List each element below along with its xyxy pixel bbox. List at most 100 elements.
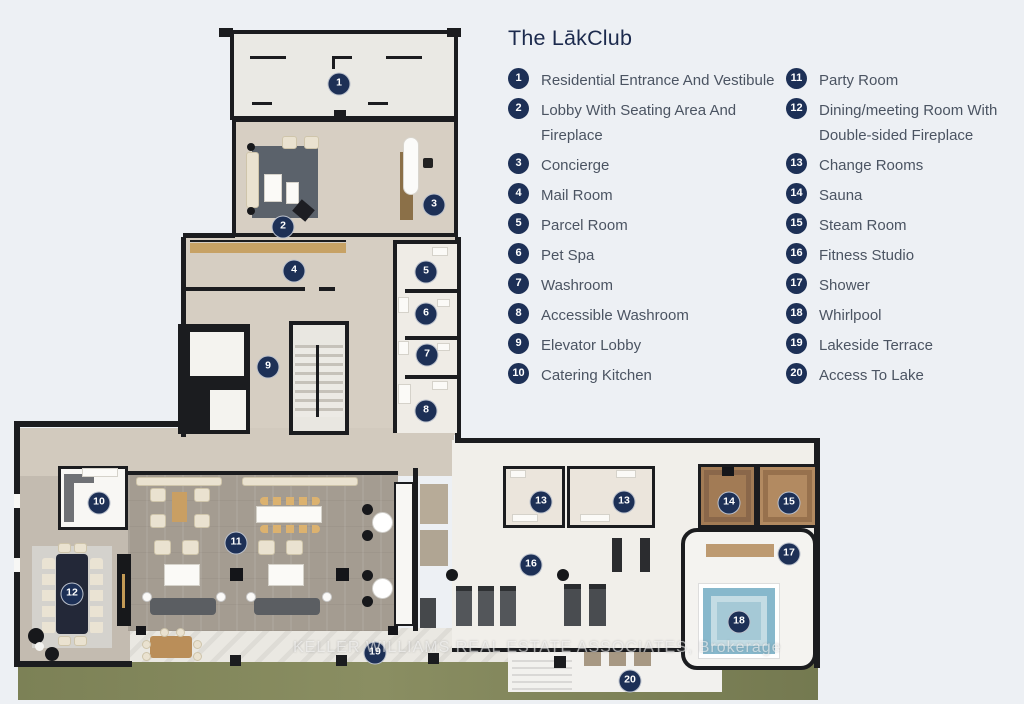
legend-label: Parcel Room: [541, 217, 628, 234]
wall-stub: [252, 102, 272, 105]
legend-badge: 7: [508, 273, 529, 294]
wall-stub: [386, 56, 422, 59]
legend-label: Residential Entrance And Vestibule: [541, 72, 775, 89]
party-fitness-wall: [413, 468, 418, 631]
structural-column: [557, 569, 569, 581]
pet-spa-tub: [398, 297, 409, 313]
chair: [74, 543, 87, 553]
terrace-column: [230, 655, 241, 666]
plan-marker-3: 3: [422, 193, 446, 217]
legend-label: Lakeside Terrace: [819, 337, 933, 354]
elevator-cab: [190, 332, 244, 376]
lounge-table: [35, 642, 44, 651]
legend-item: 13 Change Rooms: [786, 153, 1024, 178]
sink: [437, 299, 450, 307]
legend-label: Elevator Lobby: [541, 337, 642, 354]
armchair: [182, 540, 199, 555]
legend-label: Washroom: [541, 277, 613, 294]
bar-chair: [362, 570, 373, 581]
terrace-chair: [193, 652, 202, 661]
toilet: [398, 341, 409, 355]
plan-marker-20: 20: [618, 669, 642, 693]
lounge-table: [45, 647, 59, 661]
side-table: [322, 592, 332, 602]
chair: [58, 543, 71, 553]
mailbox-wall-line: [190, 240, 346, 242]
plan-marker-14: 14: [717, 491, 741, 515]
toilet: [398, 384, 411, 404]
lobby-armchair: [282, 136, 297, 149]
concierge-chair: [423, 158, 433, 168]
legend-label: Change Rooms: [819, 157, 924, 174]
cable-tower: [640, 538, 650, 572]
mailroom-bottom-wall: [319, 287, 335, 291]
wall-stub: [250, 56, 286, 59]
window: [14, 558, 20, 572]
elliptical: [589, 584, 606, 626]
bar-chair: [362, 504, 373, 515]
chair: [58, 636, 71, 646]
parcel-shelf: [432, 247, 448, 256]
plan-marker-6: 6: [414, 302, 438, 326]
legend-badge: 1: [508, 68, 529, 89]
plan-marker-5: 5: [414, 260, 438, 284]
legend-badge: 11: [786, 68, 807, 89]
shower-bench: [706, 544, 774, 557]
legend-label: Dining/meeting Room With Double-sided Fi…: [819, 102, 998, 144]
legend-badge: 20: [786, 363, 807, 384]
wall-nub: [219, 28, 233, 37]
legend-label: Whirlpool: [819, 307, 882, 324]
legend-label: Sauna: [819, 187, 863, 204]
legend-badge: 9: [508, 333, 529, 354]
bench: [512, 514, 538, 522]
mailbox-credenza: [190, 243, 346, 253]
terrace-column: [136, 626, 146, 635]
bar-banquette: [394, 482, 414, 626]
legend-badge: 2: [508, 98, 529, 119]
stair-rail: [316, 345, 319, 417]
bar-table: [372, 512, 393, 533]
gym-mat: [420, 530, 448, 566]
treadmill: [478, 586, 494, 626]
card-table: [172, 492, 187, 522]
legend-item: 1 Residential Entrance And Vestibule: [508, 68, 786, 93]
legend-item: 9 Elevator Lobby: [508, 333, 786, 358]
legend-badge: 3: [508, 153, 529, 174]
plan-marker-15: 15: [777, 491, 801, 515]
wall-stub: [368, 102, 388, 105]
wing-right-wall: [814, 438, 820, 668]
legend-badge: 13: [786, 153, 807, 174]
treadmill: [500, 586, 516, 626]
wing-top-wall-right: [459, 438, 819, 443]
wing-left-wall: [14, 421, 20, 667]
plan-marker-19: 19: [363, 641, 387, 665]
coffee-table: [164, 564, 200, 586]
legend-badge: 10: [508, 363, 529, 384]
side-table: [216, 592, 226, 602]
chair: [74, 636, 87, 646]
plan-marker-17: 17: [777, 542, 801, 566]
room-divider: [405, 289, 457, 293]
terrace-column: [388, 626, 398, 635]
fitness-bottom-wall: [452, 648, 684, 652]
sink: [437, 343, 450, 351]
treadmill: [456, 586, 472, 626]
banquette: [242, 477, 358, 486]
plan-marker-11: 11: [224, 531, 248, 555]
kitchen-pass-counter: [82, 468, 118, 477]
brokerage-watermark: KELLER WILLIAMS REAL ESTATE ASSOCIATES, …: [293, 639, 782, 656]
plan-marker-13b: 13: [612, 490, 636, 514]
card-chair: [150, 514, 166, 528]
plan-marker-9: 9: [256, 355, 280, 379]
lounge-table: [28, 628, 44, 644]
legend-item: 7 Washroom: [508, 273, 786, 298]
